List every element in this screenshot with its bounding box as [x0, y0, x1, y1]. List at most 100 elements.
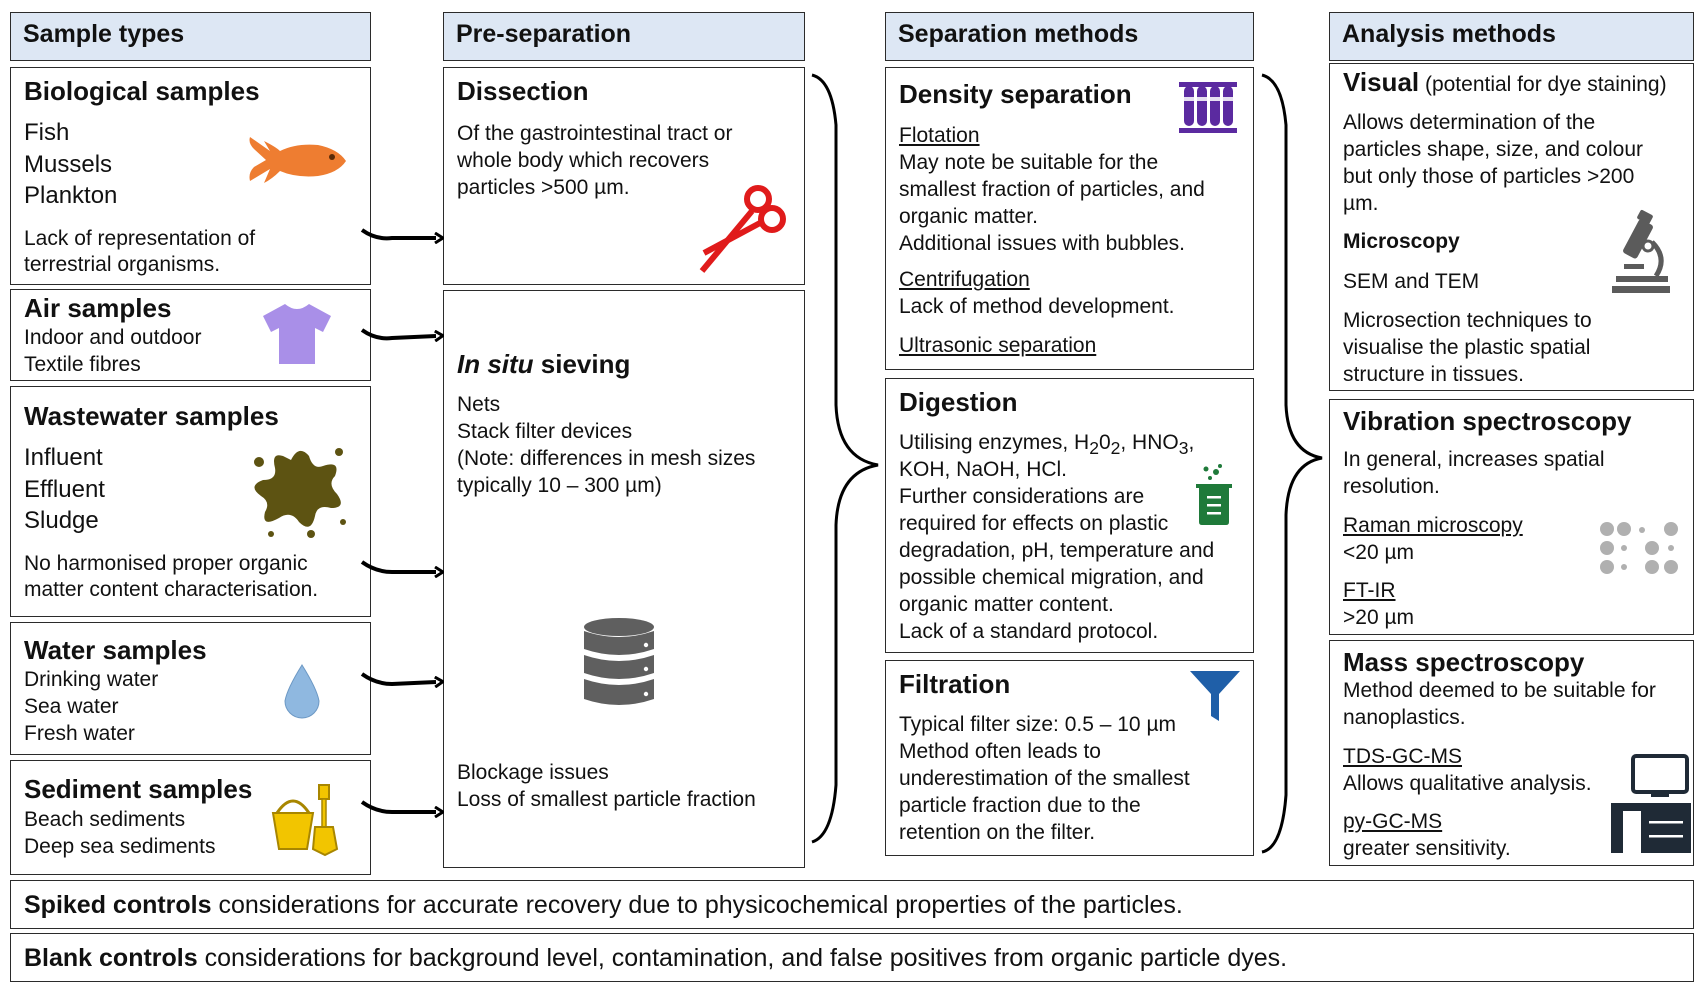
list-item: Influent	[24, 444, 103, 471]
digestion-text: degradation, pH, temperature and	[899, 539, 1215, 562]
sieving-word: sieving	[533, 349, 631, 379]
visual-text: Allows determination of the	[1343, 111, 1596, 134]
t-shirt-icon	[263, 304, 331, 364]
wastewater-samples-box: Wastewater samples Influent Effluent Slu…	[10, 386, 371, 617]
blank-controls-label: Blank controls	[24, 944, 198, 972]
spiked-controls-text: considerations for accurate recovery due…	[211, 891, 1183, 919]
arrow-wastewater	[360, 560, 436, 572]
digestion-text: required for effects on plastic	[899, 512, 1169, 535]
visual-title: Visual	[1343, 67, 1420, 97]
density-separation-title: Density separation	[899, 79, 1132, 109]
sieving-text: Stack filter devices	[457, 420, 633, 443]
raman-label: Raman microscopy	[1343, 514, 1523, 537]
biological-note: terrestrial organisms.	[24, 253, 221, 276]
water-samples-title: Water samples	[24, 635, 207, 665]
mass-text: nanoplastics.	[1343, 706, 1466, 729]
biological-samples-box: Biological samples Fish Mussels Plankton…	[10, 67, 371, 285]
filtration-text: underestimation of the smallest	[899, 767, 1190, 790]
database-icon	[584, 618, 654, 705]
biological-note: Lack of representation of	[24, 227, 256, 250]
raman-value: <20 µm	[1343, 541, 1415, 564]
list-item: Sludge	[24, 507, 99, 534]
list-item: Fresh water	[24, 722, 135, 745]
reagent-text: Utilising enzymes, H	[899, 431, 1090, 454]
digestion-box: Digestion Utilising enzymes, H202, HNO3,…	[885, 378, 1254, 653]
ftir-label: FT-IR	[1343, 579, 1396, 602]
in-situ-sieving-box: In situ sieving Nets Stack filter device…	[443, 290, 805, 868]
arrow-sediment	[360, 800, 436, 812]
vibration-title: Vibration spectroscopy	[1343, 406, 1632, 436]
microsection-text: Microsection techniques to	[1343, 309, 1592, 332]
py-gc-ms-text: greater sensitivity.	[1343, 837, 1511, 860]
ftir-value: >20 µm	[1343, 606, 1415, 629]
funnel-icon	[1190, 671, 1240, 721]
microsection-text: visualise the plastic spatial	[1343, 336, 1591, 359]
list-item: Fish	[24, 119, 70, 146]
centrifugation-text: Lack of method development.	[899, 295, 1175, 318]
test-tubes-icon	[1179, 82, 1237, 133]
dissection-box: Dissection Of the gastrointestinal tract…	[443, 67, 805, 285]
flotation-label: Flotation	[899, 124, 980, 147]
dissection-text: whole body which recovers	[457, 149, 710, 172]
header-pre-separation: Pre-separation	[443, 12, 805, 61]
mass-title: Mass spectroscopy	[1343, 647, 1585, 677]
in-situ-sieving-title: In situ sieving	[457, 349, 630, 380]
reagent-text: 0	[1098, 431, 1111, 454]
visual-text: µm.	[1343, 192, 1379, 215]
visual-title-note: (potential for dye staining)	[1419, 73, 1667, 96]
splat-icon	[254, 448, 346, 538]
py-gc-ms-label: py-GC-MS	[1343, 810, 1443, 833]
water-samples-box: Water samples Drinking water Sea water F…	[10, 622, 371, 755]
sieving-text: (Note: differences in mesh sizes	[457, 447, 756, 470]
list-item: Plankton	[24, 182, 118, 209]
tds-gc-ms-label: TDS-GC-MS	[1343, 745, 1462, 768]
dissection-text: Of the gastrointestinal tract or	[457, 122, 733, 145]
sem-tem-text: SEM and TEM	[1343, 270, 1480, 293]
sieving-issue: Loss of smallest particle fraction	[457, 788, 756, 811]
microscopy-label: Microscopy	[1343, 230, 1460, 253]
centrifugation-label: Centrifugation	[899, 268, 1030, 291]
dissection-title: Dissection	[457, 76, 589, 106]
microsection-text: structure in tissues.	[1343, 363, 1524, 386]
filtration-text: Method often leads to	[899, 740, 1101, 763]
wastewater-samples-title: Wastewater samples	[24, 401, 279, 431]
beaker-icon	[1196, 464, 1232, 525]
arrow-biological	[360, 228, 436, 238]
biological-samples-title: Biological samples	[24, 76, 260, 106]
filtration-title: Filtration	[899, 669, 1011, 699]
digestion-title: Digestion	[899, 387, 1018, 417]
filtration-text: Typical filter size: 0.5 – 10 µm	[899, 713, 1177, 736]
reagent-sub: 2	[1110, 438, 1121, 459]
ultrasonic-label: Ultrasonic separation	[899, 334, 1097, 357]
list-item: Mussels	[24, 151, 113, 178]
mass-text: Method deemed to be suitable for	[1343, 679, 1656, 702]
fish-icon	[249, 137, 346, 183]
sieving-issue: Blockage issues	[457, 761, 609, 784]
computer-icon	[1611, 754, 1691, 853]
digestion-text: Further considerations are	[899, 485, 1145, 508]
list-item: Indoor and outdoor	[24, 326, 202, 349]
flotation-text: organic matter.	[899, 205, 1038, 228]
reagent-sub: 2	[1089, 438, 1099, 459]
visual-text: particles shape, size, and colour	[1343, 138, 1643, 161]
arrow-water	[360, 672, 436, 684]
vibration-text: In general, increases spatial	[1343, 448, 1605, 471]
sediment-samples-title: Sediment samples	[24, 774, 253, 804]
spiked-controls-label: Spiked controls	[24, 891, 212, 919]
digestion-reagents: Utilising enzymes, H202, HNO3,	[899, 429, 1194, 462]
reagent-text: , HNO	[1120, 431, 1179, 454]
filtration-text: retention on the filter.	[899, 821, 1096, 844]
list-item: Beach sediments	[24, 808, 186, 831]
blank-controls-bar: Blank controls considerations for backgr…	[10, 933, 1694, 982]
list-item: Drinking water	[24, 668, 159, 691]
sieving-text: Nets	[457, 393, 501, 416]
visual-title-line: Visual (potential for dye staining)	[1343, 67, 1667, 98]
filtration-box: Filtration Typical filter size: 0.5 – 10…	[885, 660, 1254, 856]
sediment-samples-box: Sediment samples Beach sediments Deep se…	[10, 760, 371, 875]
reagent-text: ,	[1188, 431, 1195, 454]
header-sample-types: Sample types	[10, 12, 371, 61]
digestion-text: Lack of a standard protocol.	[899, 620, 1159, 643]
wastewater-note: matter content characterisation.	[24, 578, 319, 601]
reagent-sub: 3	[1178, 438, 1189, 459]
brace-pre-separation	[811, 73, 879, 844]
